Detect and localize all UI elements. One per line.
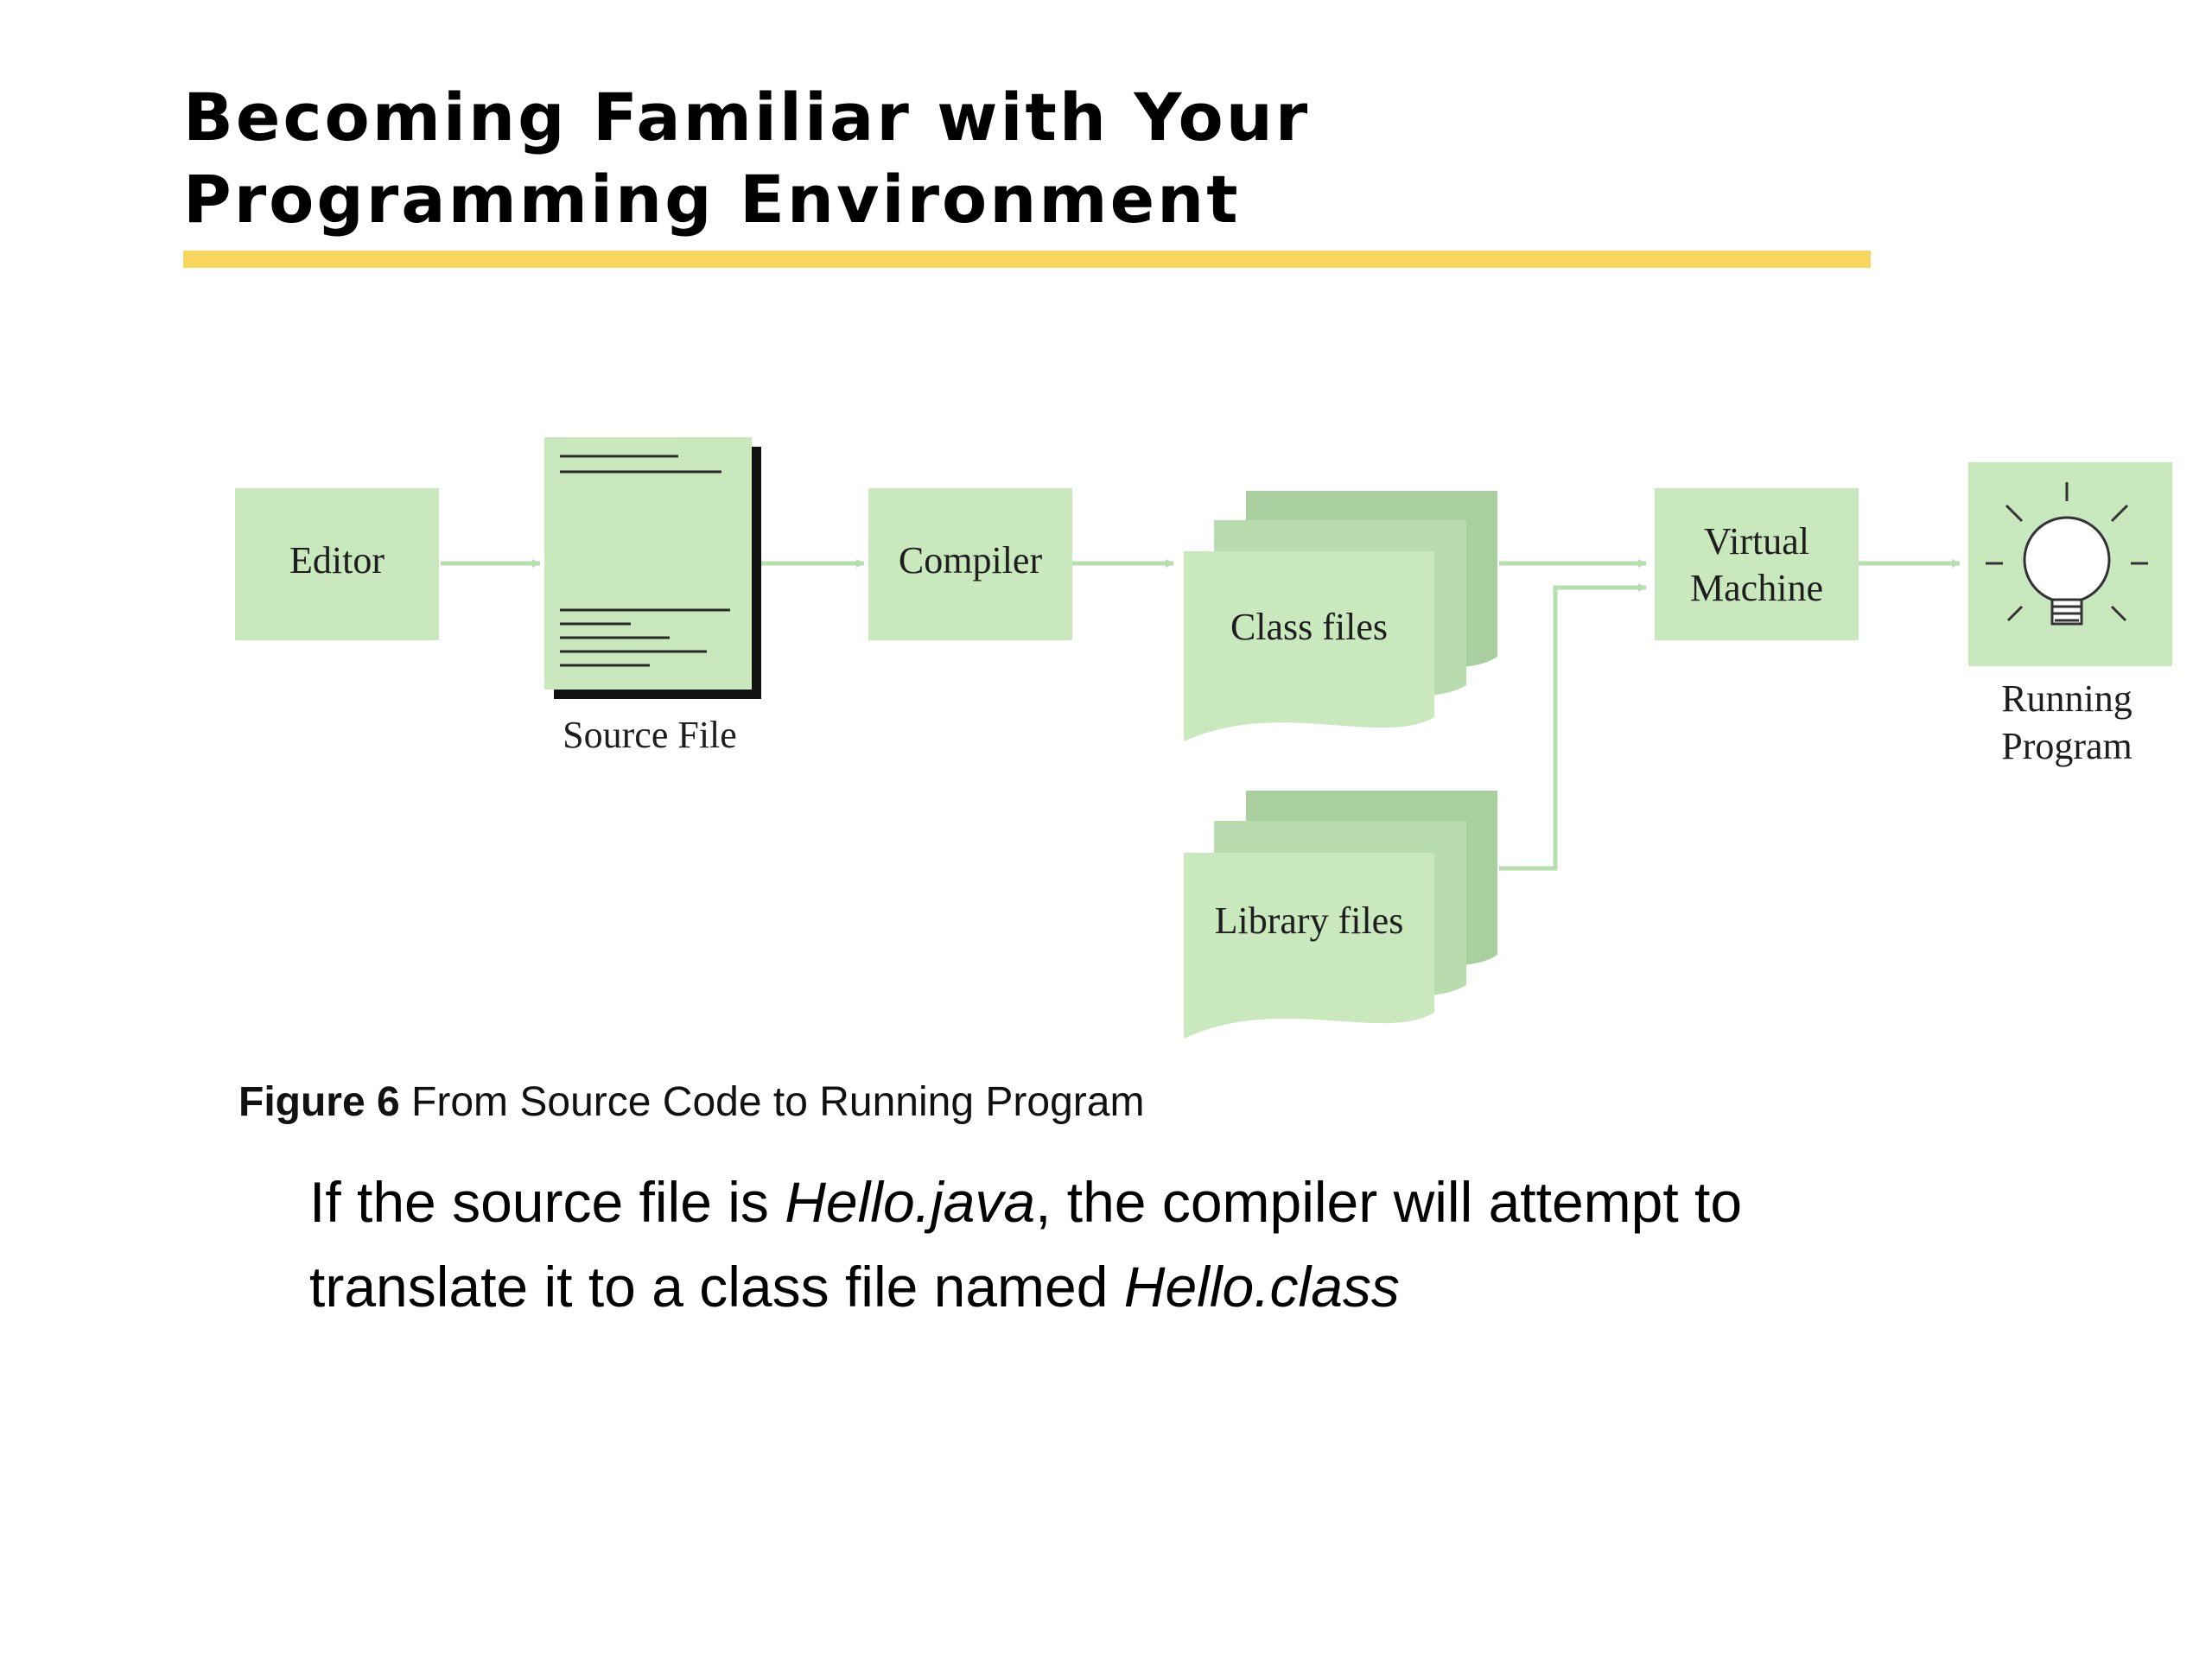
arrow-library-to-vm [1499, 583, 1647, 871]
figure-caption: Figure 6 From Source Code to Running Pro… [238, 1078, 1144, 1126]
body-line-1-end: , the compiler will attempt to [1035, 1170, 1743, 1234]
virtual-machine-box [1655, 488, 1859, 640]
source-doc-page [544, 437, 752, 690]
class-files-label: Class files [1230, 606, 1388, 648]
source-doc-text-lines [560, 454, 730, 667]
source-filename: Hello.java [785, 1170, 1036, 1234]
flow-diagram: Editor Source File Compiler Class files [235, 437, 2172, 1039]
library-files-front-page [1184, 853, 1434, 1039]
body-line-1-start: If the source file is [309, 1170, 785, 1234]
running-program-label-line2: Program [2001, 725, 2133, 767]
figure-caption-text: From Source Code to Running Program [399, 1079, 1145, 1125]
class-filename: Hello.class [1123, 1255, 1400, 1319]
source-file-node: Source File [544, 437, 761, 756]
figure-caption-label: Figure 6 [238, 1079, 400, 1125]
body-line-2-start: translate it to a class file named [309, 1255, 1124, 1319]
library-files-label: Library files [1215, 899, 1404, 942]
body-line-2: translate it to a class file named Hello… [309, 1244, 2089, 1329]
virtual-machine-node: Virtual Machine [1655, 488, 1859, 640]
virtual-machine-label-line2: Machine [1690, 567, 1823, 609]
body-line-1: If the source file is Hello.java, the co… [309, 1160, 2089, 1244]
running-program-node: Running Program [1968, 462, 2172, 767]
compiler-node: Compiler [868, 488, 1072, 640]
compiler-label: Compiler [899, 539, 1043, 582]
editor-node: Editor [235, 488, 439, 640]
running-program-label-line1: Running [2001, 677, 2133, 720]
title-underline [183, 251, 1871, 268]
editor-label: Editor [289, 539, 385, 582]
source-file-label: Source File [563, 714, 737, 756]
compiler-box [868, 488, 1072, 640]
body-paragraph: If the source file is Hello.java, the co… [309, 1160, 2089, 1329]
class-files-node: Class files [1184, 491, 1497, 741]
library-files-node: Library files [1184, 791, 1497, 1039]
slide-title: Becoming Familiar with Your Programming … [183, 79, 1311, 238]
flow-arrows [441, 559, 1961, 871]
class-files-front-page [1184, 551, 1434, 741]
editor-box [235, 488, 439, 640]
virtual-machine-label-line1: Virtual [1704, 520, 1809, 563]
lightbulb-icon [1986, 482, 2148, 626]
